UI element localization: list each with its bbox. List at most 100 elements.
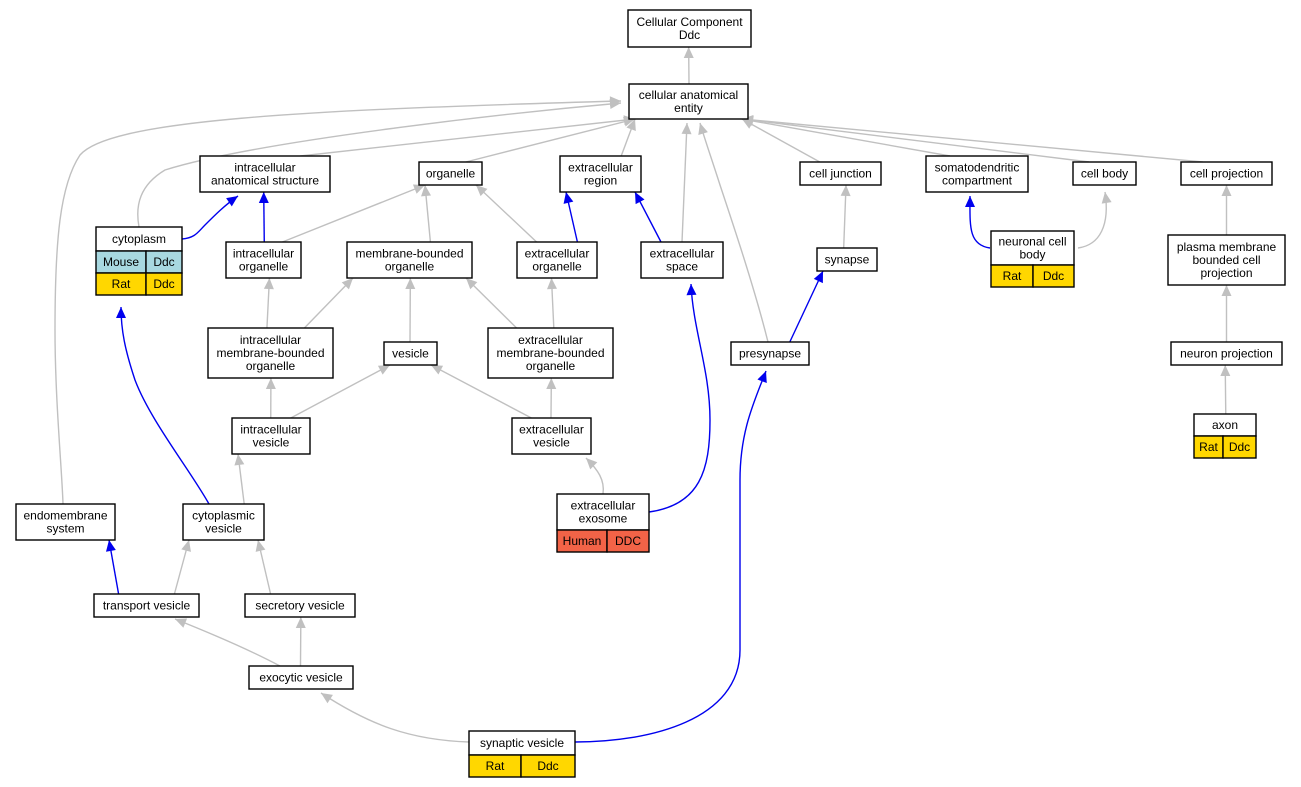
term-label: anatomical structure xyxy=(211,174,319,188)
arrow-head-icon xyxy=(265,378,276,390)
annotation-label: Ddc xyxy=(1229,440,1250,454)
term-label: vesicle xyxy=(533,436,570,450)
arrow-head-icon xyxy=(106,540,116,552)
term-node[interactable]: cell body xyxy=(1072,161,1137,186)
term-box xyxy=(468,730,576,756)
term-box xyxy=(487,327,614,379)
is-a-edge xyxy=(475,184,538,243)
term-label: organelle xyxy=(246,359,296,373)
term-box xyxy=(207,327,334,379)
term-node[interactable]: exocytic vesicle xyxy=(248,665,354,690)
annotation-cell xyxy=(520,754,576,778)
arrow-head-icon xyxy=(341,278,353,290)
annotation-label: Ddc xyxy=(1043,269,1064,283)
term-box xyxy=(225,241,302,279)
term-label: plasma membrane xyxy=(1177,240,1277,254)
term-label: organelle xyxy=(239,260,289,274)
annotation-label: Rat xyxy=(486,759,505,773)
arrow-head-icon xyxy=(686,284,697,296)
term-label: intracellular xyxy=(240,423,301,437)
arrow-head-icon xyxy=(965,196,975,207)
arrow-head-icon xyxy=(757,371,767,384)
term-box xyxy=(556,493,650,531)
term-label: body xyxy=(1019,248,1045,262)
arrow-head-icon xyxy=(840,185,851,197)
annotation-label: DDC xyxy=(615,534,641,548)
term-box xyxy=(1167,234,1286,286)
term-box xyxy=(244,593,356,618)
arrow-head-icon xyxy=(1101,192,1112,204)
arrow-head-icon xyxy=(1221,185,1232,196)
arrow-head-icon xyxy=(405,278,416,290)
arrow-head-icon xyxy=(635,192,645,205)
term-box xyxy=(511,417,592,455)
term-box xyxy=(346,241,473,279)
term-label: vesicle xyxy=(205,522,242,536)
is-a-edge xyxy=(303,277,354,329)
annotation-cell xyxy=(1032,264,1075,288)
term-node[interactable]: organelle xyxy=(418,161,483,186)
annotation-label: Rat xyxy=(1199,440,1218,454)
arrow-head-icon xyxy=(546,278,557,290)
arrow-head-icon xyxy=(476,185,488,197)
term-node[interactable]: secretory vesicle xyxy=(244,593,356,618)
annotation-label: Human xyxy=(563,534,602,548)
term-node[interactable]: synapse xyxy=(816,247,878,272)
term-label: organelle xyxy=(532,260,582,274)
term-node[interactable]: cell junction xyxy=(799,161,882,186)
term-box xyxy=(990,230,1075,266)
annotation-label: Mouse xyxy=(103,255,139,269)
term-label: extracellular xyxy=(518,333,583,347)
arrow-head-icon xyxy=(609,96,621,107)
term-node[interactable]: neuron projection xyxy=(1170,341,1283,366)
is-a-edge xyxy=(290,364,391,419)
term-node[interactable]: transport vesicle xyxy=(93,593,200,618)
term-box xyxy=(1180,161,1273,186)
is-a-edge xyxy=(741,118,1090,163)
term-label: vesicle xyxy=(392,347,429,361)
is-a-edge xyxy=(741,118,821,163)
term-label: membrane-bounded xyxy=(355,247,463,261)
term-box xyxy=(383,341,438,366)
term-label: cytoplasm xyxy=(112,232,166,246)
term-label: exocytic vesicle xyxy=(259,671,343,685)
term-label: cytoplasmic xyxy=(192,509,255,523)
term-node[interactable]: cell projection xyxy=(1180,161,1273,186)
term-box xyxy=(15,503,116,541)
annotation-label: Ddc xyxy=(537,759,558,773)
term-label: cell projection xyxy=(1190,167,1263,181)
arrow-head-icon xyxy=(466,278,478,290)
part-of-edge xyxy=(120,306,210,505)
term-box xyxy=(182,503,265,541)
term-label: axon xyxy=(1212,418,1238,432)
arrow-head-icon xyxy=(234,454,245,466)
term-node[interactable]: vesicle xyxy=(383,341,438,366)
term-label: projection xyxy=(1200,266,1252,280)
edges-layer xyxy=(54,46,1232,743)
term-label: membrane-bounded xyxy=(496,346,604,360)
term-node[interactable]: presynapse xyxy=(730,341,810,366)
